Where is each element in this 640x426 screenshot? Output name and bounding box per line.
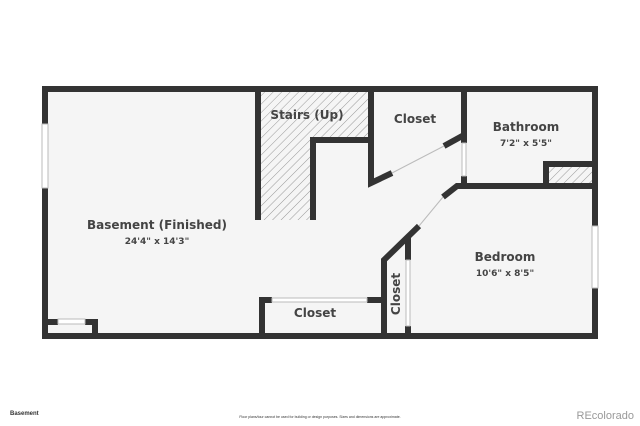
bathroom-fixture-hatch xyxy=(548,166,595,186)
disclaimer: Floor plans/tour cannot be used for buil… xyxy=(239,415,401,419)
window-east xyxy=(591,225,599,289)
room-dims-bedroom: 10'6" x 8'5" xyxy=(476,269,534,279)
window-sw xyxy=(57,318,86,325)
stairs-hatch xyxy=(261,92,370,220)
room-label-bedroom: Bedroom xyxy=(475,250,536,264)
room-label-closet-vertical: Closet xyxy=(389,273,403,315)
walls xyxy=(42,86,598,339)
room-label-stairs: Stairs (Up) xyxy=(270,108,343,122)
room-label-closet-upper: Closet xyxy=(394,112,436,126)
window-west xyxy=(41,123,49,189)
windows-doors xyxy=(41,123,599,327)
room-label-basement: Basement (Finished) xyxy=(87,218,227,232)
brand-logo: REcolorado xyxy=(576,410,634,422)
room-label-bathroom: Bathroom xyxy=(493,120,559,134)
room-dims-bathroom: 7'2" x 5'5" xyxy=(500,139,552,149)
level-label: Basement xyxy=(10,411,39,417)
room-label-closet-bottom: Closet xyxy=(294,306,336,320)
room-dims-basement: 24'4" x 14'3" xyxy=(125,237,190,247)
